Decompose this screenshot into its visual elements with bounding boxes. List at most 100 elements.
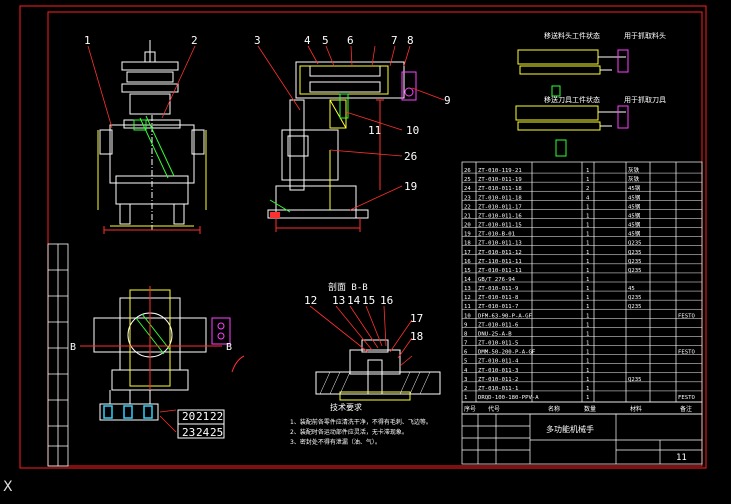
bom-cell: 21 <box>464 213 471 219</box>
tech-note-2: 2、装配时各运动部件应灵活，无卡滞现象。 <box>290 428 408 436</box>
bom-cell: Q235 <box>628 377 641 383</box>
callout-7: 7 <box>391 34 398 47</box>
bom-cell: 1 <box>586 286 589 292</box>
bom-cell: ZT-010-011-5 <box>478 341 518 347</box>
bom-cell: ZT-010-011-12 <box>478 250 522 256</box>
bom-cell: 1 <box>586 168 589 174</box>
bom-cell: 1 <box>586 313 589 319</box>
section-bb-view <box>315 339 441 401</box>
bom-cell: 1 <box>586 250 589 256</box>
bom-cell: 17 <box>464 250 471 256</box>
callout-1: 1 <box>84 34 91 47</box>
bom-header-no: 序号 <box>464 405 476 413</box>
bom-cell: ZT-010-011-17 <box>478 204 522 210</box>
bom-cell: 1 <box>586 223 589 229</box>
bom-cell: ZT-010-011-18 <box>478 195 522 201</box>
bom-cell: ZT-010-119-21 <box>478 168 522 174</box>
bom-cell: 2 <box>586 186 589 192</box>
bom-cell: 1 <box>464 395 467 401</box>
callout-22: 22 <box>210 410 223 423</box>
bom-cell: 24 <box>464 186 471 192</box>
bom-cell: 22 <box>464 204 471 210</box>
callout-6: 6 <box>347 34 354 47</box>
tech-note-1: 1、装配前各零件应清洗干净，不得有毛刺、飞边等。 <box>290 418 432 426</box>
ucs-icon: X <box>3 479 13 495</box>
bom-cell: 45钢 <box>628 211 641 219</box>
bom-cell: 20 <box>464 223 471 229</box>
left-title-strip <box>47 243 69 467</box>
callout-labels: 1 2 3 4 5 6 7 8 9 10 11 26 19 12 13 14 1… <box>70 34 451 439</box>
callout-leaders <box>87 45 445 433</box>
bom-cell: 5 <box>464 359 467 365</box>
bom-cell: ZT-010-011-7 <box>478 304 518 310</box>
bom-cell: DNU-25-A-B <box>478 331 512 337</box>
bom-cell: ZT-010-011-1 <box>478 386 518 392</box>
tech-note-3: 3、密封处不得有泄漏（油、气）。 <box>290 438 381 446</box>
bom-cell: GB/T 276-94 <box>478 277 516 283</box>
callout-25: 25 <box>210 426 223 439</box>
callout-14: 14 <box>347 294 361 307</box>
callout-3: 3 <box>254 34 261 47</box>
bom-cell: 1 <box>586 241 589 247</box>
bom-cell: FESTO <box>678 395 695 401</box>
bom-cell: 1 <box>586 304 589 310</box>
bom-header-name: 名称 <box>548 405 560 413</box>
bom-cell: 12 <box>464 295 471 301</box>
bom-cell: 10 <box>464 313 471 319</box>
side-view <box>267 61 417 232</box>
section-arrow-left: B <box>70 342 76 353</box>
bom-cell: 1 <box>586 350 589 356</box>
bom-cell: 1 <box>586 322 589 328</box>
callout-24: 24 <box>196 426 210 439</box>
callout-20: 20 <box>182 410 195 423</box>
bom-cell: 2 <box>464 386 467 392</box>
bom-cell: ZT-010-011-18 <box>478 186 522 192</box>
callout-18: 18 <box>410 330 423 343</box>
bom-cell: 1 <box>586 395 589 401</box>
bom-cell: 1 <box>586 377 589 383</box>
bom-cell: 19 <box>464 232 471 238</box>
bom-cell: Q235 <box>628 304 641 310</box>
caption-move-tool: 移送刀具工件状态 <box>544 95 600 104</box>
callout-21: 21 <box>196 410 209 423</box>
callout-19: 19 <box>404 180 417 193</box>
bom-cell: ZT-010-011-8 <box>478 295 519 301</box>
bom-cell: 45钢 <box>628 184 641 192</box>
bom-cell: 1 <box>586 331 589 337</box>
callout-8: 8 <box>407 34 414 47</box>
bom-cell: 1 <box>586 341 589 347</box>
bom-cell: 7 <box>464 341 467 347</box>
bom-cell: ZT-010-011-16 <box>478 213 522 219</box>
bom-cell: 45 <box>628 286 635 292</box>
callout-4: 4 <box>304 34 311 47</box>
bom-cell: 26 <box>464 168 471 174</box>
bom-cell: Q235 <box>628 268 641 274</box>
bom-cell: ZT-110-011-11 <box>478 259 522 265</box>
drawing-title: 多功能机械手 <box>546 424 594 434</box>
technical-requirements: 技术要求 1、装配前各零件应清洗干净，不得有毛刺、飞边等。 2、装配时各运动部件… <box>290 402 432 446</box>
bom-cell: 1 <box>586 268 589 274</box>
bom-cell: 25 <box>464 177 471 183</box>
bom-cell: 11 <box>464 304 471 310</box>
callout-5: 5 <box>322 34 329 47</box>
top-view <box>80 286 245 421</box>
bom-cell: 1 <box>586 177 589 183</box>
callout-13: 13 <box>332 294 345 307</box>
callout-2: 2 <box>191 34 198 47</box>
bom-cell: 1 <box>586 359 589 365</box>
bom-header-material: 材料 <box>630 405 642 413</box>
bom-cell: 1 <box>586 368 589 374</box>
bom-cell: 灰铁 <box>628 166 640 174</box>
caption-grab-tool: 用于抓取刀具 <box>624 95 666 104</box>
bom-cell: DRQD-100-180-PPV-A <box>478 395 539 401</box>
bom-cell: ZT-010-011-3 <box>478 368 518 374</box>
bom-cell: 1 <box>586 259 589 265</box>
bom-cell: Q235 <box>628 241 641 247</box>
bom-cell: ZT-010-011-9 <box>478 286 518 292</box>
bom-cell: 1 <box>586 213 589 219</box>
bom-cell: ZT-010-011-6 <box>478 322 518 328</box>
bom-cell: 3 <box>464 377 467 383</box>
bom-cell: ZT-010-011-4 <box>478 359 519 365</box>
